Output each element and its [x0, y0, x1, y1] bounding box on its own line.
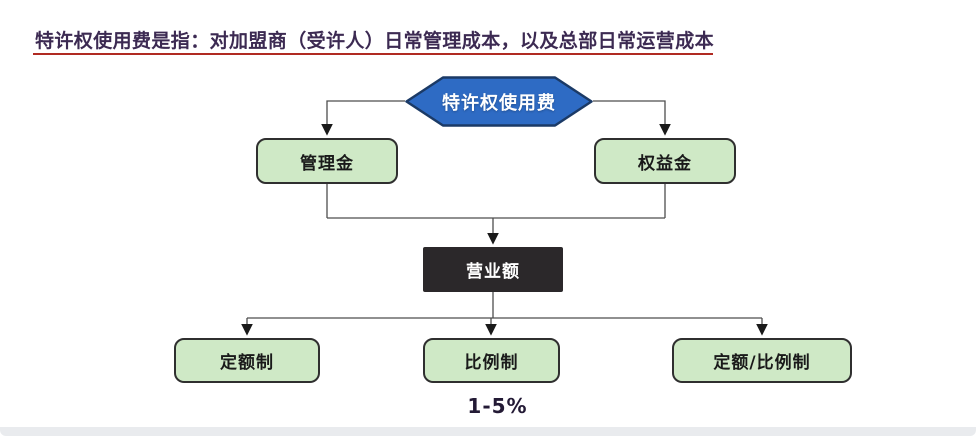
node-equity-fee: 权益金 [594, 138, 736, 184]
title-underline [33, 53, 713, 55]
slide-bottom-edge [0, 427, 976, 436]
hexagon-shape [405, 76, 593, 127]
node-fixed-amount: 定额制 [174, 338, 320, 383]
node-royalty-fee-label: 特许权使用费 [442, 92, 556, 114]
node-equity-fee-label: 权益金 [638, 153, 692, 174]
node-revenue: 营业额 [423, 247, 563, 292]
node-fixed-or-proportional: 定额/比例制 [672, 338, 852, 383]
node-proportional-label: 比例制 [464, 353, 519, 373]
node-revenue-label: 营业额 [466, 262, 520, 282]
node-management-fee: 管理金 [256, 138, 398, 184]
node-royalty-fee: 特许权使用费 [405, 76, 593, 127]
node-management-fee-label: 管理金 [300, 153, 354, 174]
node-fixed-or-proportional-label: 定额/比例制 [713, 353, 811, 373]
definition-text: 特许权使用费是指：对加盟商（受许人）日常管理成本，以及总部日常运营成本 [35, 30, 715, 52]
node-fixed-amount-label: 定额制 [220, 353, 274, 373]
node-proportional: 比例制 [423, 338, 560, 383]
rate-note: 1-5% [467, 394, 528, 418]
